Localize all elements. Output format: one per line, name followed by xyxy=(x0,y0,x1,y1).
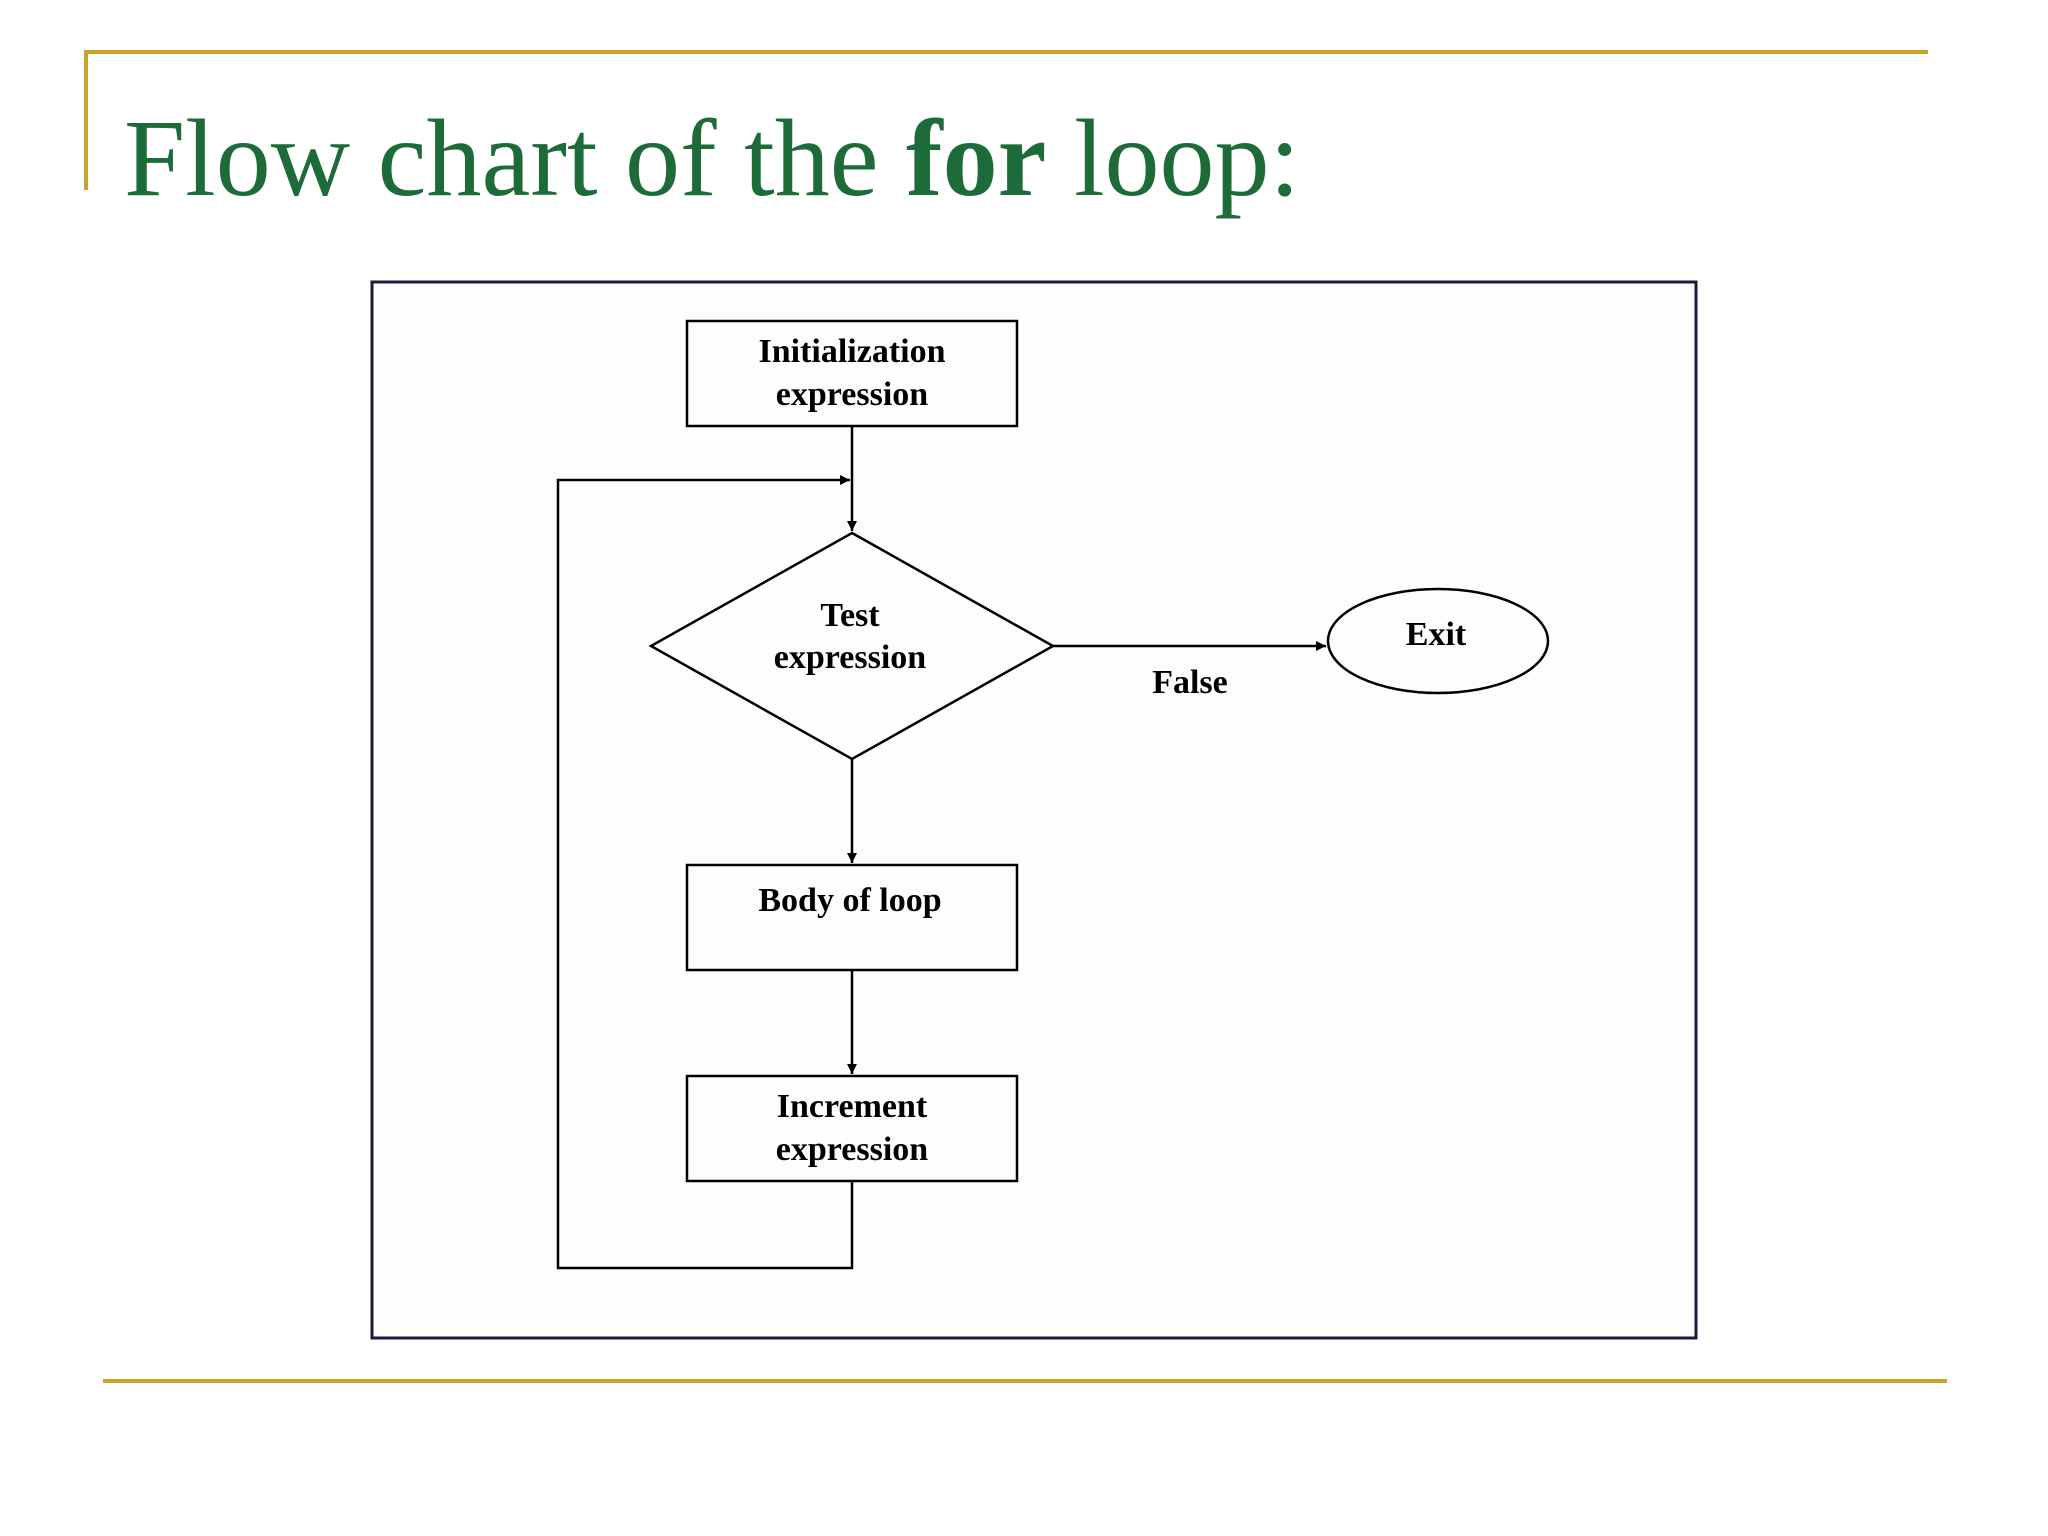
title-rule-left xyxy=(84,50,88,190)
edges xyxy=(556,426,1326,1270)
body-label: Body of loop xyxy=(758,882,941,919)
edge-loop-back xyxy=(556,475,854,1270)
slide-title: Flow chart of the for loop: xyxy=(124,88,1300,228)
slide-title-suffix: loop: xyxy=(1046,97,1301,219)
initialization-label-line1: Initialization xyxy=(758,333,945,370)
diagram-frame xyxy=(370,280,1698,1340)
increment-label-line2: expression xyxy=(776,1131,928,1168)
exit-label: Exit xyxy=(1406,616,1467,653)
slide-rule-bottom xyxy=(103,1379,1947,1383)
node-increment: Increment expression xyxy=(685,1074,1019,1183)
test-label-line2: expression xyxy=(774,639,926,676)
node-body: Body of loop xyxy=(685,863,1019,972)
edge-false-label: False xyxy=(1152,664,1228,701)
slide-title-prefix: Flow chart of the xyxy=(124,97,907,219)
node-test: Test expression xyxy=(648,531,1056,761)
test-label-line1: Test xyxy=(820,597,880,634)
exit-ellipse xyxy=(1326,587,1550,695)
initialization-label-line2: expression xyxy=(776,376,928,413)
increment-label-line1: Increment xyxy=(777,1088,928,1125)
title-rule-top xyxy=(84,50,1928,54)
node-exit: Exit xyxy=(1326,587,1550,695)
slide-title-keyword: for xyxy=(906,97,1047,219)
